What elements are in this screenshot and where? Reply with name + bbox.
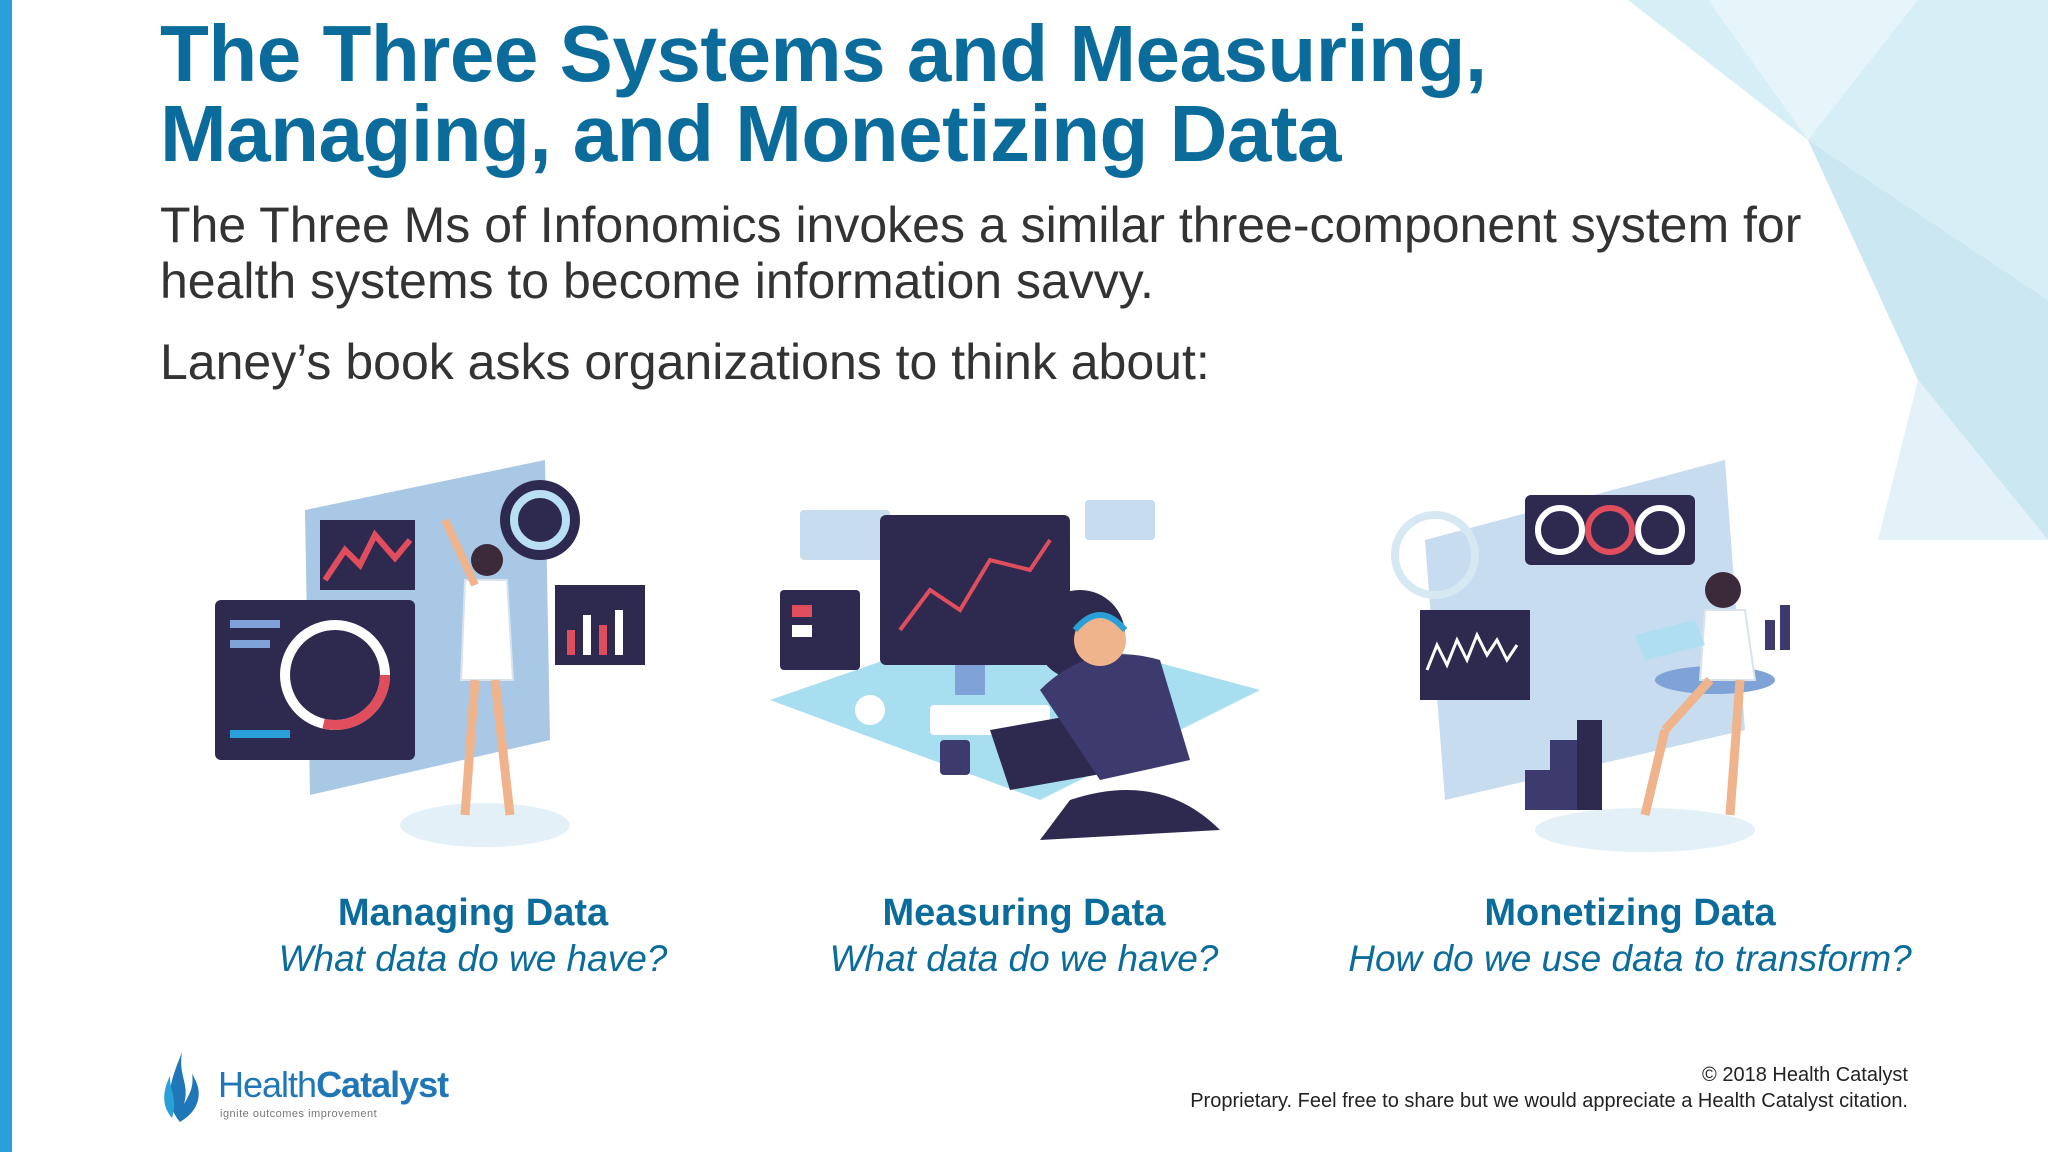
footer: © 2018 Health Catalyst Proprietary. Feel… (1190, 1062, 1908, 1114)
left-accent-bar (0, 0, 12, 1152)
caption-subtitle: What data do we have? (829, 938, 1219, 979)
monetizing-data-caption: Monetizing Data How do we use data to tr… (1310, 890, 1950, 982)
intro-paragraph: The Three Ms of Infonomics invokes a sim… (160, 197, 1802, 309)
prompt-paragraph: Laney’s book asks organizations to think… (160, 334, 1210, 390)
measuring-data-caption: Measuring Data What data do we have? (704, 890, 1344, 982)
logo-name-part1: Health (218, 1064, 317, 1105)
copyright-text: © 2018 Health Catalyst (1702, 1064, 1908, 1086)
logo-name-part2: Catalyst (316, 1064, 449, 1105)
managing-data-caption: Managing Data What data do we have? (153, 890, 793, 982)
slide-title: The Three Systems and Measuring, Managin… (160, 9, 1487, 178)
health-catalyst-logo: HealthCatalyst ignite outcomes improveme… (160, 1048, 480, 1128)
monetizing-data-illustration (1391, 460, 1790, 852)
caption-heading: Managing Data (337, 892, 609, 934)
caption-heading: Measuring Data (882, 892, 1166, 934)
proprietary-notice: Proprietary. Feel free to share but we w… (1190, 1090, 1908, 1112)
logo-wordmark: HealthCatalyst (218, 1064, 449, 1106)
background-decoration (1628, 0, 2048, 540)
caption-heading: Monetizing Data (1484, 892, 1776, 934)
caption-subtitle: What data do we have? (278, 938, 668, 979)
logo-tagline: ignite outcomes improvement (220, 1108, 378, 1120)
measuring-data-illustration (770, 500, 1260, 840)
managing-data-illustration (215, 460, 645, 847)
caption-subtitle: How do we use data to transform? (1348, 938, 1912, 979)
flame-icon (164, 1052, 199, 1122)
